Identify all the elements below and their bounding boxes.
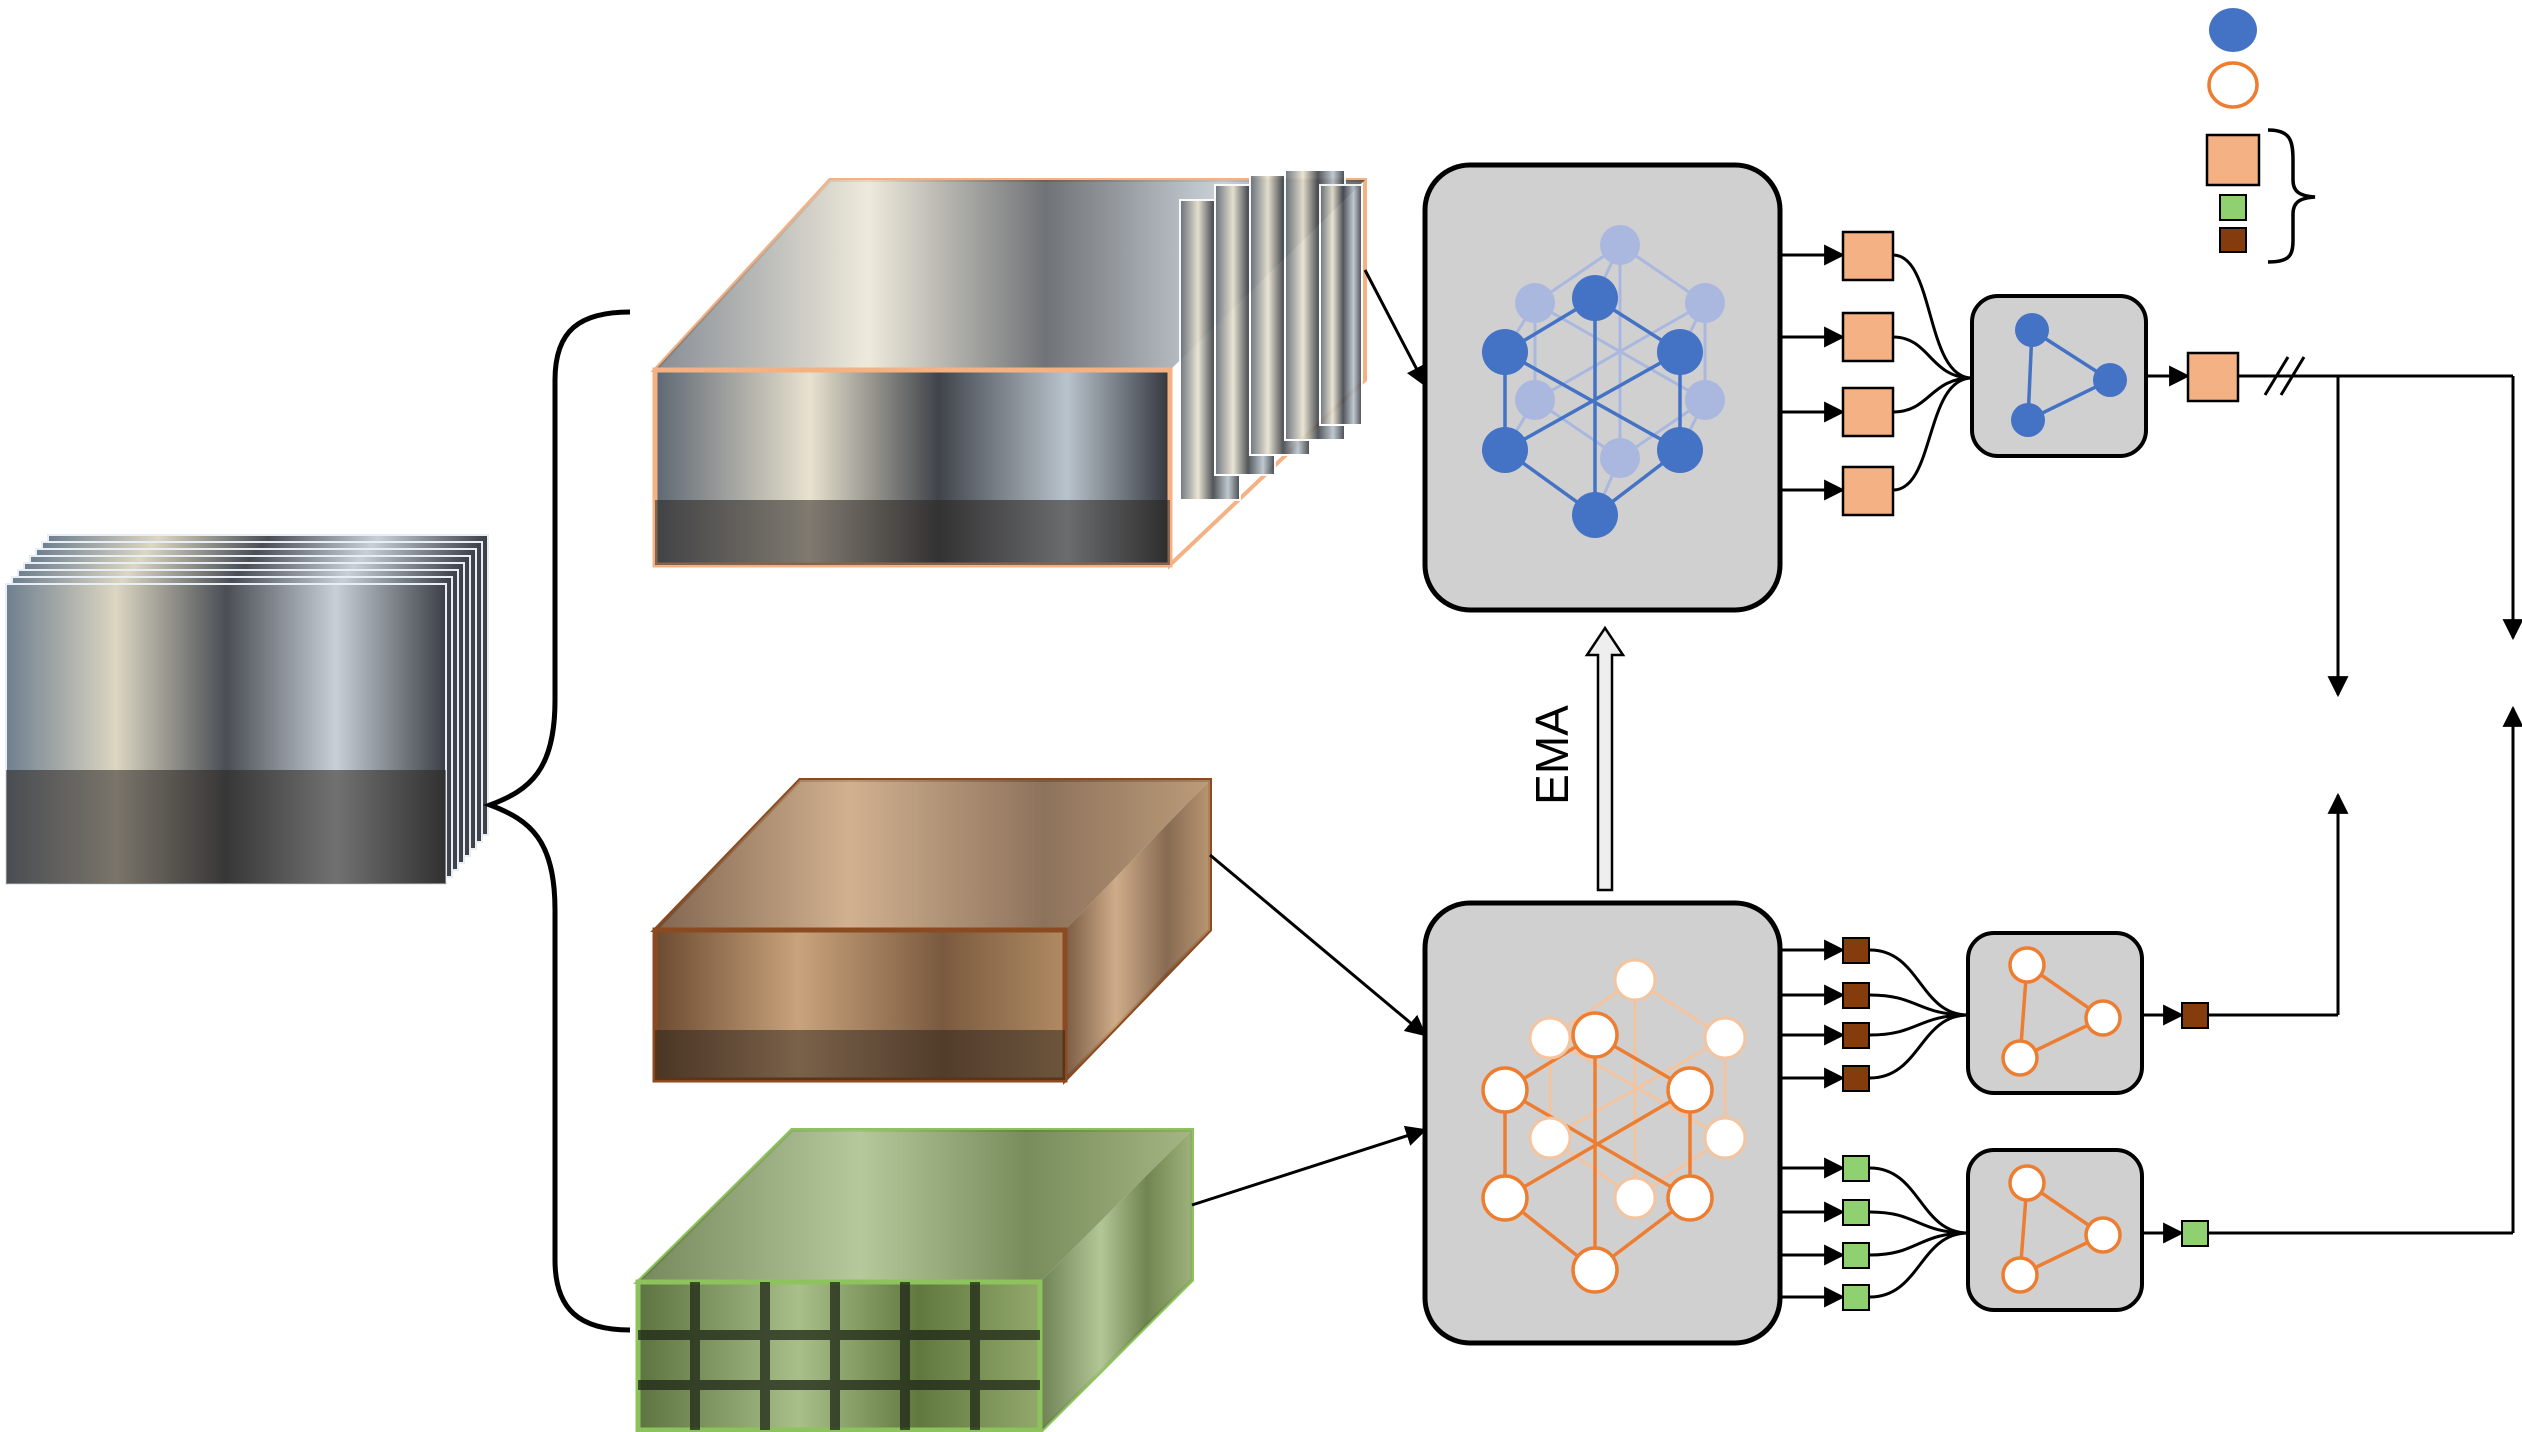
split-brace bbox=[482, 309, 631, 1333]
cube-graph-icon bbox=[1481, 958, 1747, 1294]
arrow-masked-to-student bbox=[1191, 1125, 1427, 1207]
student-local-output-path bbox=[2142, 792, 2349, 1029]
hollow-circle-icon bbox=[2207, 61, 2259, 109]
ema-arrow bbox=[1584, 625, 1626, 892]
cube-graph-icon bbox=[1482, 225, 1725, 538]
global-views-stack bbox=[650, 169, 1367, 570]
stop-gradient-mark bbox=[2263, 356, 2290, 396]
input-video-stack bbox=[5, 534, 489, 885]
local-views-stack bbox=[650, 778, 1212, 1085]
ema-label: EMA bbox=[1526, 705, 1578, 805]
masked-views-stack bbox=[633, 1128, 1194, 1432]
teacher-token-outputs bbox=[1780, 230, 1973, 517]
arrow-local-to-student bbox=[1209, 853, 1427, 1037]
student-masked-token-outputs bbox=[1780, 1155, 1969, 1311]
legend bbox=[2205, 8, 2316, 264]
teacher-encoder bbox=[1422, 162, 1783, 613]
arrow-global-to-teacher bbox=[1363, 269, 1427, 387]
legend-token-peach bbox=[2205, 133, 2261, 187]
triangle-graph-icon bbox=[2001, 1164, 2122, 1294]
teacher-output-path bbox=[2146, 351, 2522, 698]
triangle-graph-icon bbox=[2011, 313, 2127, 437]
triangle-graph-icon bbox=[2001, 946, 2122, 1077]
legend-token-green bbox=[2219, 194, 2247, 221]
right-brace-icon bbox=[2267, 128, 2316, 264]
student-masked-output-path bbox=[2142, 705, 2522, 1247]
legend-token-brown bbox=[2219, 227, 2247, 253]
student-local-token-outputs bbox=[1780, 937, 1969, 1092]
student-encoder bbox=[1422, 900, 1783, 1346]
filled-circle-icon bbox=[2209, 8, 2257, 52]
